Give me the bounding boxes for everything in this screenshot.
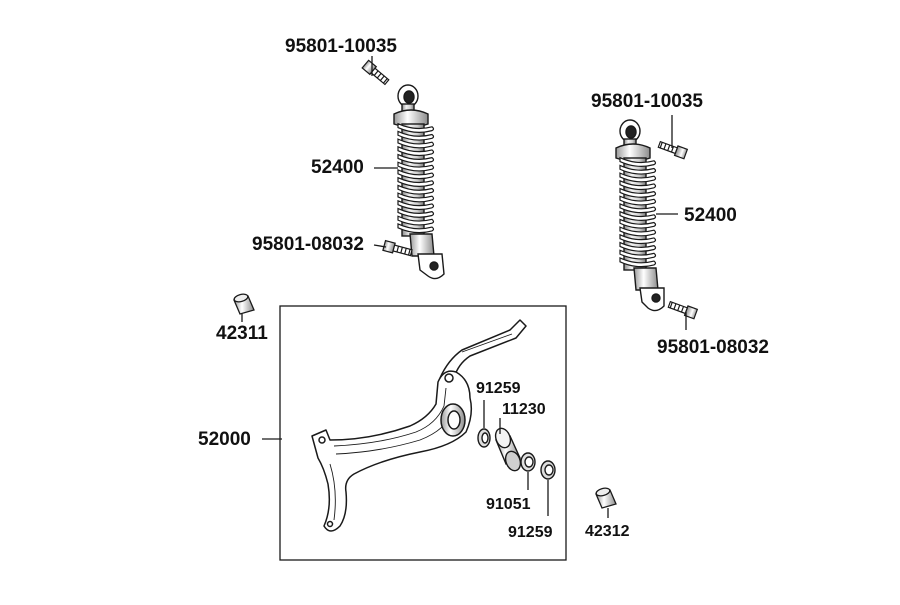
spring-coil — [619, 233, 657, 245]
spring-coil — [397, 169, 435, 180]
bolt-bottom-right — [667, 300, 699, 320]
spring-coil — [397, 215, 435, 226]
label-oil-seal-bottom: 91259 — [508, 524, 553, 541]
spring-coil — [619, 172, 657, 183]
shock-absorber-left — [393, 84, 445, 280]
label-oil-seal-top: 91259 — [476, 380, 521, 397]
label-bearing: 91051 — [486, 496, 531, 513]
label-collar-bearing: 11230 — [502, 401, 546, 418]
label-bolt-top-left: 95801-10035 — [285, 36, 397, 57]
spring-coil — [619, 210, 657, 221]
spring-coil — [619, 226, 657, 237]
leader-lines — [241, 56, 687, 518]
spring-coil — [619, 156, 657, 167]
spring-coil — [619, 218, 657, 229]
spring-coil — [619, 195, 657, 206]
spring-coil — [397, 161, 435, 172]
oil-seal-bottom — [540, 460, 556, 480]
label-collar-right: 42312 — [585, 523, 630, 540]
label-collar-left: 42311 — [216, 323, 268, 344]
spring-coil — [619, 257, 657, 268]
spring-coil — [619, 164, 657, 175]
swing-arm — [311, 319, 527, 532]
spring-coil — [397, 223, 435, 234]
label-shock-right: 52400 — [684, 205, 737, 226]
swing-arm-frame — [279, 305, 567, 561]
spring-coil — [397, 122, 435, 133]
bolt-top-right — [657, 140, 689, 160]
bearing — [520, 452, 536, 472]
bolt-top-left — [361, 59, 390, 86]
label-bolt-bottom-left: 95801-08032 — [252, 234, 364, 255]
spring-coil — [397, 184, 435, 195]
spring-coil — [397, 207, 435, 218]
spring-coil — [619, 249, 657, 260]
spring-coil — [397, 176, 435, 187]
spring-coil — [397, 130, 435, 141]
label-bolt-top-right: 95801-10035 — [591, 91, 703, 112]
spring-coil — [619, 203, 657, 214]
spring-coil — [619, 187, 657, 198]
label-bolt-bottom-right: 95801-08032 — [657, 337, 769, 358]
collar-bearing — [494, 427, 522, 472]
spring-coil — [619, 241, 657, 252]
spring-coil — [397, 199, 435, 211]
shock-absorber-right — [615, 119, 665, 312]
label-swing-arm: 52000 — [198, 429, 251, 450]
oil-seal-top — [477, 428, 491, 448]
label-shock-left: 52400 — [311, 157, 364, 178]
spring-coil — [619, 179, 657, 191]
spring-coil — [397, 138, 435, 149]
spring-coil — [397, 145, 435, 157]
bolt-bottom-left — [382, 239, 413, 257]
collar-left — [233, 293, 255, 315]
spring-coil — [397, 153, 435, 164]
spring-coil — [397, 192, 435, 203]
collar-right — [595, 487, 617, 509]
